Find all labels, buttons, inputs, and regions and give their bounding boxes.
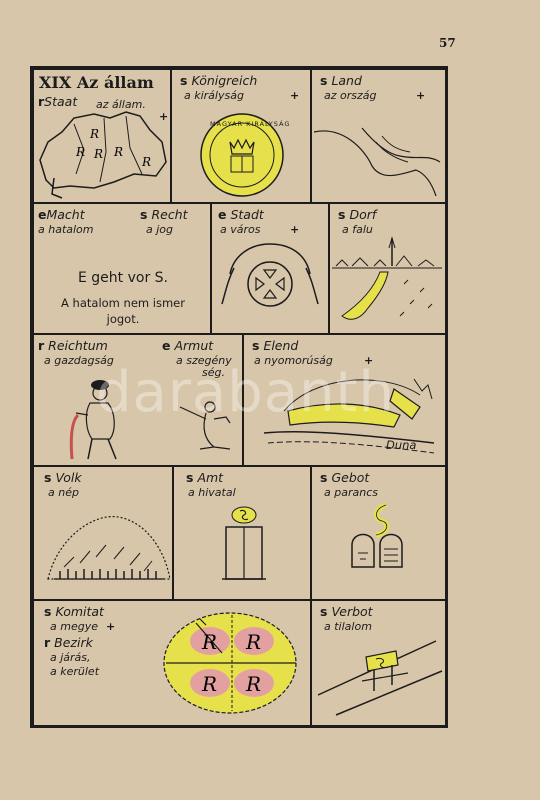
- hu-kiralysag: a királyság: [184, 89, 244, 102]
- hu-falu: a falu: [342, 223, 373, 236]
- label-gebot: s Gebot: [320, 470, 370, 485]
- hu-gazdagsag: a gazdagság: [44, 354, 114, 367]
- label-dorf: s Dorf: [338, 207, 377, 222]
- city-plan-illustration: [221, 243, 319, 307]
- plus-land: +: [416, 89, 426, 102]
- label-macht: eMacht: [38, 207, 85, 222]
- plus-allam: +: [159, 110, 169, 123]
- page-number: 57: [439, 36, 456, 50]
- label-komitat: s Komitat: [44, 604, 104, 619]
- hu-seg: ség.: [202, 366, 225, 379]
- hu-allam: az állam.: [96, 98, 146, 111]
- hu-hivatal: a hivatal: [188, 486, 236, 499]
- cell-elend: s Elend a nyomorúság + Duna: [243, 334, 448, 466]
- plus-elend: +: [364, 354, 374, 367]
- hu-tilalom: a tilalom: [324, 620, 372, 633]
- royal-seal-illustration: [200, 113, 284, 197]
- cell-land: s Land az ország +: [311, 69, 448, 203]
- county-districts-illustration: R R R R: [163, 612, 297, 714]
- cell-dorf: s Dorf a falu: [329, 203, 448, 334]
- rich-poor-illustration: [69, 380, 231, 460]
- hu-jog: a jog: [146, 223, 174, 236]
- label-elend: s Elend: [252, 338, 299, 353]
- label-volk: s Volk: [44, 470, 82, 485]
- map-letter-1: R: [89, 127, 99, 141]
- label-bezirk: r Bezirk: [44, 635, 93, 650]
- hu-hatalom: a hatalom: [38, 223, 94, 236]
- river-label: Duna: [386, 438, 417, 452]
- map-letter-4: R: [113, 145, 123, 159]
- county-letter-4: R: [245, 672, 261, 696]
- cell-stadt: e Stadt a város +: [211, 203, 329, 334]
- cell-volk: s Volk a nép: [33, 466, 173, 600]
- county-letter-3: R: [201, 672, 217, 696]
- map-letter-3: R: [93, 147, 103, 161]
- plus-komitat: +: [106, 620, 116, 633]
- prohibition-sign-illustration: [317, 640, 443, 716]
- village-illustration: [332, 236, 442, 320]
- county-letter-1: R: [201, 630, 217, 654]
- label-recht: s Recht: [140, 207, 188, 222]
- office-door-illustration: [222, 506, 266, 580]
- label-amt: s Amt: [186, 470, 224, 485]
- landscape-river-illustration: [313, 127, 441, 197]
- label-armut: e Armut: [162, 338, 214, 353]
- commandment-tablets-illustration: [351, 502, 403, 568]
- proverb-hungarian-1: A hatalom nem ismer: [61, 296, 185, 310]
- hu-nyomorusag: a nyomorúság: [254, 354, 333, 367]
- map-letter-2: R: [75, 145, 85, 159]
- cell-konigreich: s Königreich a királyság + MAGYAR KIRÁLY…: [171, 69, 311, 203]
- plus-konigreich: +: [290, 89, 300, 102]
- chapter-title: XIX Az állam: [39, 73, 154, 92]
- watermark: darabanth: [96, 360, 396, 425]
- cell-verbot: s Verbot a tilalom: [311, 600, 448, 728]
- hungary-map-illustration: R R R R R: [39, 111, 167, 199]
- hu-nep: a nép: [48, 486, 79, 499]
- hu-jaras: a járás,: [50, 651, 91, 664]
- hu-szegeny: a szegény: [176, 354, 232, 367]
- crowd-illustration: [47, 515, 171, 580]
- label-land: s Land: [320, 73, 362, 88]
- cell-amt: s Amt a hivatal: [173, 466, 311, 600]
- label-konigreich: s Königreich: [180, 73, 258, 88]
- seal-inscription: MAGYAR KIRÁLYSÁG: [210, 120, 291, 128]
- vocabulary-grid: XIX Az állam rStaat az állam. + R R R R …: [30, 66, 448, 728]
- label-verbot: s Verbot: [320, 604, 373, 619]
- proverb-german: E geht vor S.: [77, 270, 168, 286]
- county-letter-2: R: [245, 630, 261, 654]
- label-reichtum: r Reichtum: [38, 338, 108, 353]
- hu-varos: a város: [220, 223, 261, 236]
- hu-megye: a megye: [50, 620, 98, 633]
- plus-stadt: +: [290, 223, 300, 236]
- map-letter-5: R: [141, 155, 151, 169]
- label-stadt: e Stadt: [218, 207, 264, 222]
- cell-macht-recht: eMacht a hatalom s Recht a jog E geht vo…: [33, 203, 211, 334]
- hu-parancs: a parancs: [324, 486, 378, 499]
- cell-komitat: s Komitat a megye + r Bezirk a járás, a …: [33, 600, 311, 728]
- cell-allam: XIX Az állam rStaat az állam. + R R R R …: [33, 69, 171, 203]
- hu-kerulet: a kerület: [50, 665, 100, 678]
- cell-gebot: s Gebot a parancs: [311, 466, 448, 600]
- hu-orszag: az ország: [324, 89, 377, 102]
- proverb-hungarian-2: jogot.: [106, 312, 140, 326]
- label-staat: rStaat: [38, 94, 78, 109]
- misery-boat-illustration: [263, 378, 435, 454]
- cell-reichtum-armut: r Reichtum a gazdagság e Armut a szegény…: [33, 334, 243, 466]
